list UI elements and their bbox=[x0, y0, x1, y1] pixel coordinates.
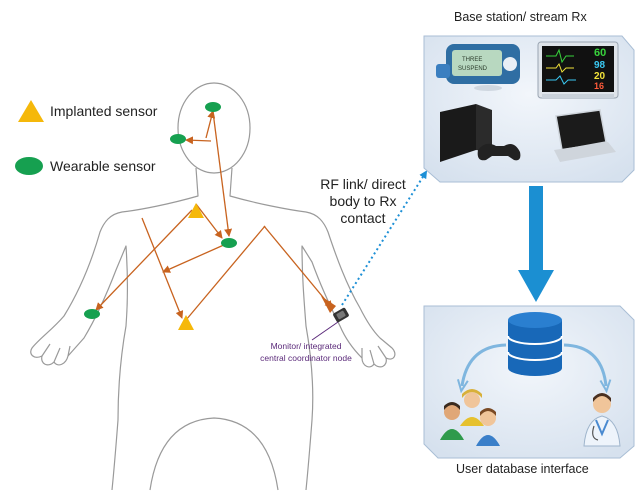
link-right-shoulder-to-monitor bbox=[263, 225, 333, 309]
rf-link-line bbox=[341, 170, 428, 306]
monitor-arrowhead bbox=[321, 296, 336, 313]
patient-monitor-icon: 60 98 20 16 bbox=[537, 41, 619, 99]
wearable-sensor-wrist bbox=[84, 309, 100, 319]
wearable-sensor-head-left bbox=[170, 134, 186, 144]
rf-link-label: RF link/ direct body to Rx contact bbox=[320, 176, 406, 226]
database-icon bbox=[507, 312, 563, 376]
wearable-sensor-heart bbox=[221, 238, 237, 248]
link-implant-to-head-left bbox=[185, 136, 212, 145]
implanted-sensors bbox=[178, 203, 204, 330]
link-chest-to-abdomen bbox=[141, 217, 184, 319]
link-head-to-chest bbox=[212, 111, 233, 237]
insulin-pump-icon: THREE SUSPEND bbox=[436, 44, 520, 91]
doctor-icon bbox=[583, 393, 621, 447]
laptop-icon bbox=[554, 109, 616, 162]
user-database-label: User database interface bbox=[456, 462, 589, 476]
monitor-value-3: 20 bbox=[594, 71, 606, 82]
implanted-sensor-abdomen bbox=[178, 315, 194, 330]
body-outline bbox=[30, 82, 396, 491]
user-database-box bbox=[423, 305, 635, 459]
pump-screen-line2: SUSPEND bbox=[458, 66, 488, 72]
pump-screen-line1: THREE bbox=[462, 57, 482, 63]
db-arrow-left-icon bbox=[462, 343, 507, 386]
legend-wearable-icon bbox=[15, 157, 43, 175]
link-heart-to-left bbox=[162, 243, 227, 273]
link-chest-to-heart bbox=[195, 203, 223, 239]
base-station-label: Base station/ stream Rx bbox=[454, 10, 587, 24]
wearable-sensors bbox=[84, 102, 237, 319]
legend-implanted-icon bbox=[18, 100, 44, 122]
monitor-node bbox=[333, 307, 349, 323]
legend-wearable-label: Wearable sensor bbox=[50, 158, 156, 174]
monitor-pointer-line bbox=[311, 321, 339, 341]
db-arrow-right-icon bbox=[563, 343, 606, 386]
uplink-arrow bbox=[518, 186, 554, 302]
wearable-sensor-head-top bbox=[205, 102, 221, 112]
monitor-value-1: 60 bbox=[594, 47, 606, 59]
monitor-value-2: 98 bbox=[594, 60, 606, 71]
link-implant-to-head bbox=[205, 110, 216, 139]
legend-implanted-label: Implanted sensor bbox=[50, 103, 158, 119]
users-group-icon bbox=[440, 389, 500, 446]
base-station-box: THREE SUSPEND 60 98 20 16 bbox=[423, 35, 635, 183]
implanted-sensor-chest bbox=[188, 203, 204, 218]
link-abdomen-to-wrist bbox=[185, 225, 266, 321]
sensor-links bbox=[95, 110, 333, 321]
link-chest-to-wrist bbox=[95, 209, 193, 311]
monitor-node-label: Monitor/ integrated central coordinator … bbox=[260, 341, 352, 363]
game-console-icon bbox=[440, 104, 521, 162]
monitor-value-4: 16 bbox=[594, 81, 604, 91]
